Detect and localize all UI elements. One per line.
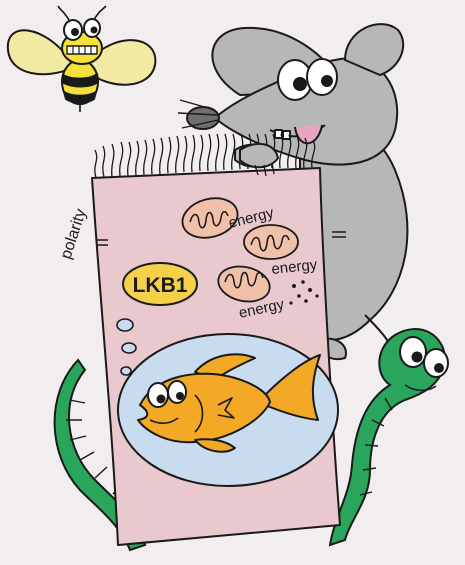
polarity-label: polarity [58, 207, 90, 261]
lkb1-protein: LKB1 [122, 262, 198, 306]
energy-dots [289, 280, 319, 305]
mouse-paws [239, 142, 280, 177]
mitochondrion-icon [181, 197, 239, 239]
mitochondrion-icon [243, 224, 299, 260]
fish-icon [137, 353, 321, 453]
thought-bubbles [116, 318, 137, 376]
lkb1-label: LKB1 [133, 274, 188, 297]
cilia [94, 133, 316, 179]
mouse-icon [177, 23, 409, 371]
bee-icon [6, 5, 157, 112]
energy-label-2: energy [271, 256, 319, 278]
mitochondrion-icon [217, 265, 271, 303]
